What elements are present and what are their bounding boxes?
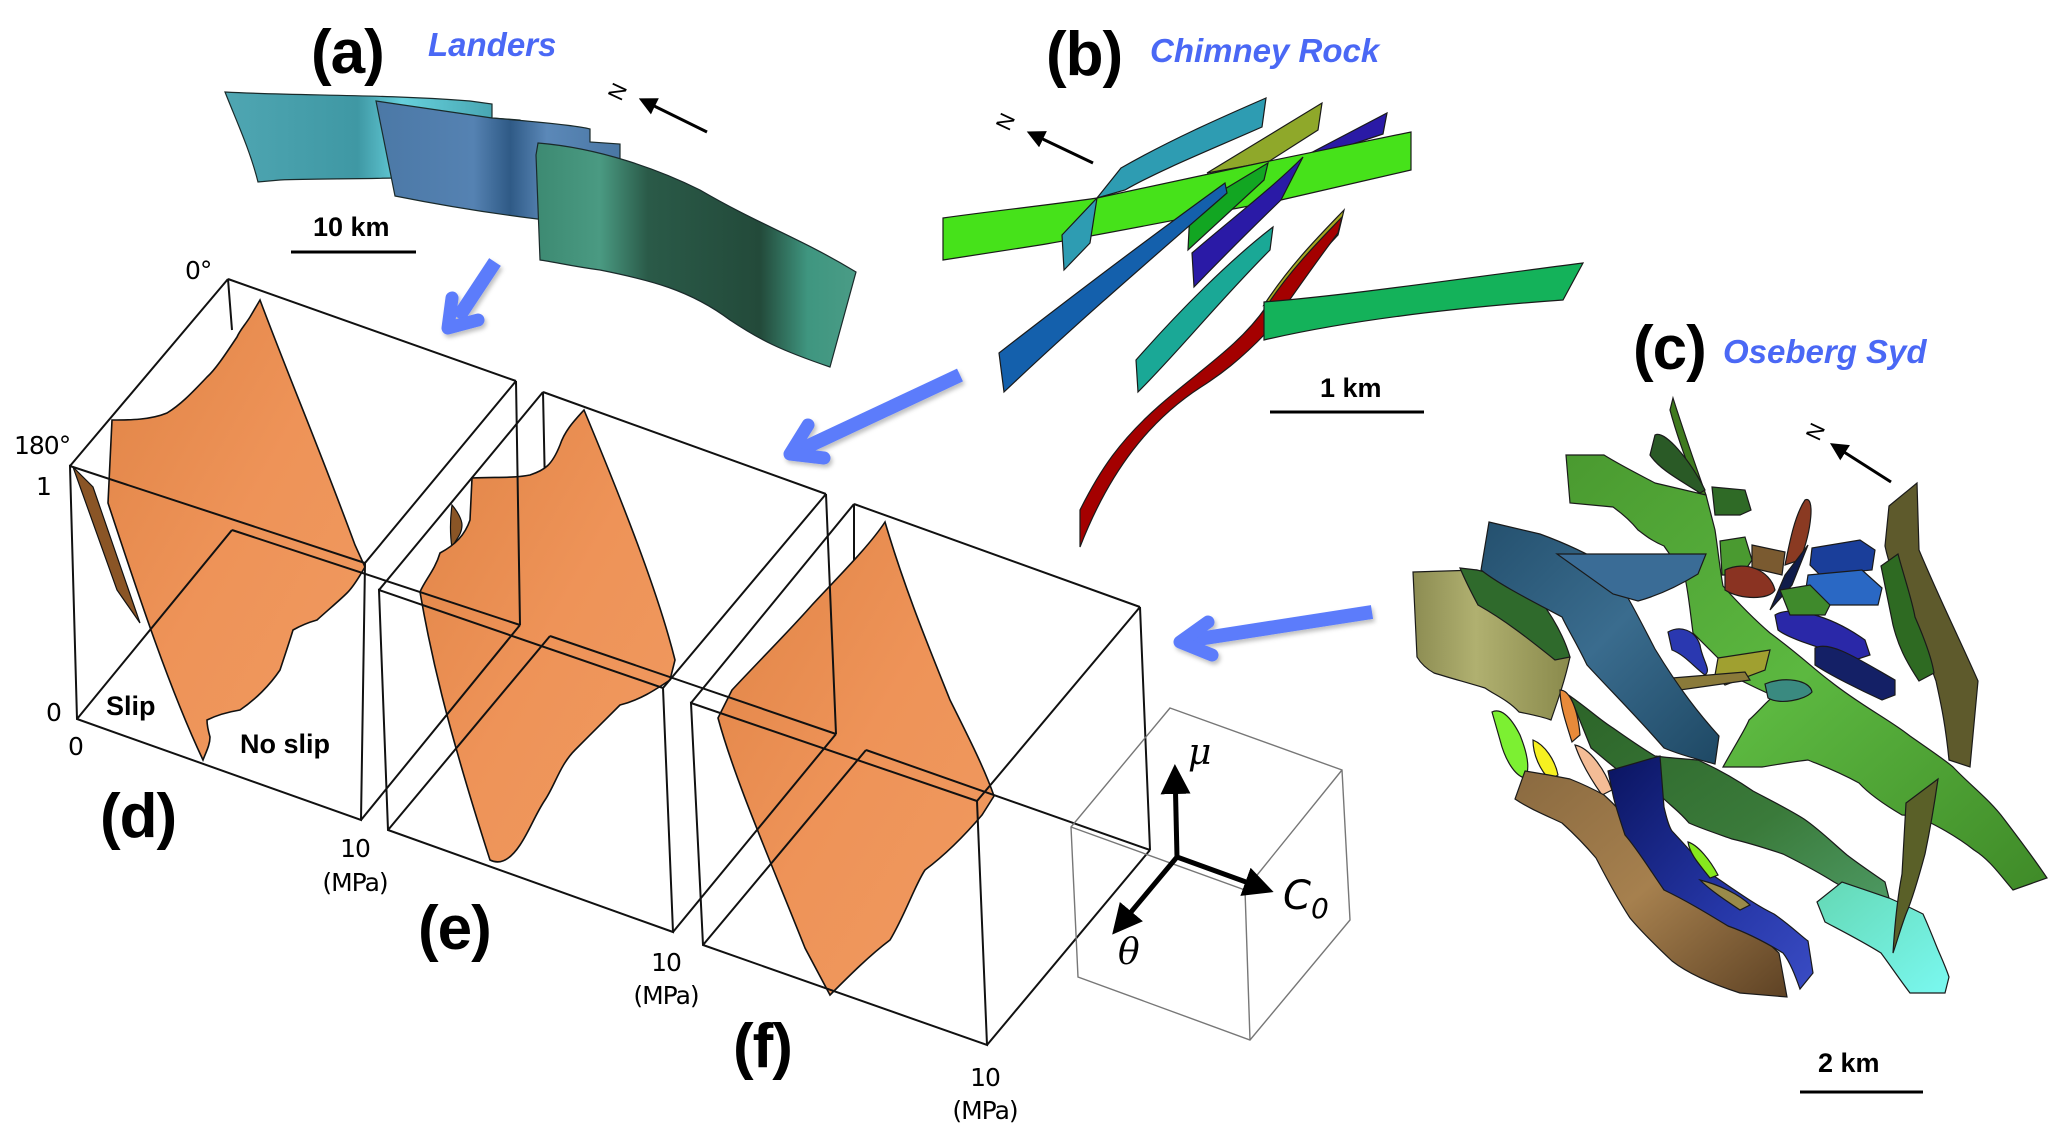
cr-teal-upper (1095, 97, 1267, 200)
arrow-b-to-e (783, 368, 963, 465)
plot-d-c0-max-label: 10 (340, 834, 371, 863)
arrow-c-to-f (1173, 605, 1374, 662)
os-lime-leaf (1491, 710, 1529, 779)
os-rust-oval (1724, 565, 1776, 599)
landers-fault-model (224, 91, 857, 368)
os-darkgreen-strip (1880, 553, 1935, 682)
os-khaki-small (1698, 878, 1752, 911)
panel-f-label: (f) (733, 1012, 793, 1081)
cr-blue-long (998, 181, 1228, 394)
os-slate-top (1555, 553, 1707, 602)
panel-a-site-name: Landers (428, 26, 557, 63)
plot-e-surface-dark (449, 503, 463, 551)
landers-north-arrow: N (603, 79, 708, 134)
cr-darkblue-lower (1191, 156, 1304, 289)
panel-d-label: (d) (100, 782, 177, 851)
os-rust-leaf (1784, 499, 1812, 566)
os-teal-blob (1764, 679, 1813, 702)
chimney-rock-fault-model (942, 97, 1585, 548)
plot-d-c0-unit-label: (MPa) (322, 868, 388, 897)
plot-d-theta-top-label: 0° (185, 256, 212, 285)
chimney-rock-north-label: N (991, 109, 1020, 134)
plot-f-c0-max-label: 10 (970, 1063, 1001, 1092)
os-khaki-sliver (1670, 671, 1751, 691)
os-cyan-bottom (1816, 881, 1950, 994)
plot-d-front-edges (68, 380, 521, 822)
plot-d-mu-min-label: 0 (46, 698, 62, 727)
plot-e-surface (419, 408, 676, 863)
panel-a-label: (a) (311, 18, 385, 87)
landers-north-label: N (603, 79, 632, 104)
plot-f (689, 503, 1151, 1047)
panel-e-label: (e) (418, 894, 492, 963)
axes-legend (1070, 707, 1351, 1041)
os-green-blob (1779, 584, 1831, 616)
theta-axis-label: θ (1118, 932, 1140, 973)
plot-d-surface-dark (72, 466, 141, 624)
plot-e (377, 391, 837, 934)
landers-segment-3 (535, 142, 857, 368)
panel-c-site-name: Oseberg Syd (1723, 333, 1927, 370)
plot-d-back-edges (69, 278, 517, 467)
c0-axis-arrow (1176, 854, 1274, 896)
landers-scale-text: 10 km (313, 212, 390, 242)
os-peach-leaf (1574, 744, 1613, 796)
chimney-rock-scale-text: 1 km (1320, 373, 1382, 403)
cr-red (1079, 214, 1344, 548)
oseberg-syd-north-arrow: N (1801, 419, 1892, 484)
plot-d-slip-label: Slip (106, 691, 156, 721)
os-brown-patch (1751, 544, 1786, 576)
plot-f-c0-unit-label: (MPa) (952, 1096, 1018, 1125)
cr-green-right (1263, 262, 1585, 341)
flow-arrows (441, 258, 1374, 662)
plot-d-c0-min-label: 0 (68, 732, 84, 761)
oseberg-syd-north-label: N (1801, 419, 1830, 444)
plot-d-surface (107, 298, 366, 763)
os-orange-leaf (1559, 689, 1581, 744)
oseberg-syd-scale-text: 2 km (1818, 1048, 1880, 1078)
plot-e-c0-unit-label: (MPa) (633, 981, 699, 1010)
os-green-patch-1 (1711, 486, 1752, 516)
plot-d-theta-bottom-label: 180° (14, 431, 71, 460)
plot-e-c0-max-label: 10 (651, 948, 682, 977)
os-lime-small (1687, 841, 1719, 879)
cr-teal-flap (1061, 196, 1098, 272)
os-dark-navy-leaf (1769, 544, 1809, 611)
os-navy-4 (1814, 645, 1896, 701)
panel-b-site-name: Chimney Rock (1150, 32, 1380, 69)
os-blue-small (1667, 628, 1709, 676)
plot-e-front-edges (377, 493, 837, 934)
c0-axis-label-main: C (1283, 873, 1311, 919)
chimney-rock-north-arrow: N (991, 109, 1094, 165)
cr-teal-green (1135, 225, 1274, 394)
os-darkgreen-top-leaf (1649, 433, 1706, 494)
plot-d (68, 278, 521, 822)
os-olive-brown-bottom-right (1892, 777, 1939, 954)
mu-axis-label: μ (1188, 732, 1212, 773)
c0-axis-label-sub: 0 (1310, 892, 1329, 925)
oseberg-syd-fault-model (1412, 395, 2048, 998)
arrow-a-to-d (441, 258, 501, 335)
mu-axis-arrow (1160, 764, 1191, 858)
os-blue-1 (1809, 539, 1876, 576)
panel-b-label: (b) (1046, 20, 1123, 89)
c0-axis-label: C0 (1283, 876, 1329, 923)
cr-darkgreen-small (1187, 161, 1269, 252)
plot-f-front-edges (689, 606, 1151, 1047)
theta-axis-arrow (1112, 855, 1179, 935)
plot-d-mu-max-label: 1 (36, 472, 52, 501)
panel-c-label: (c) (1633, 314, 1707, 383)
plot-d-no-slip-label: No slip (240, 729, 331, 759)
